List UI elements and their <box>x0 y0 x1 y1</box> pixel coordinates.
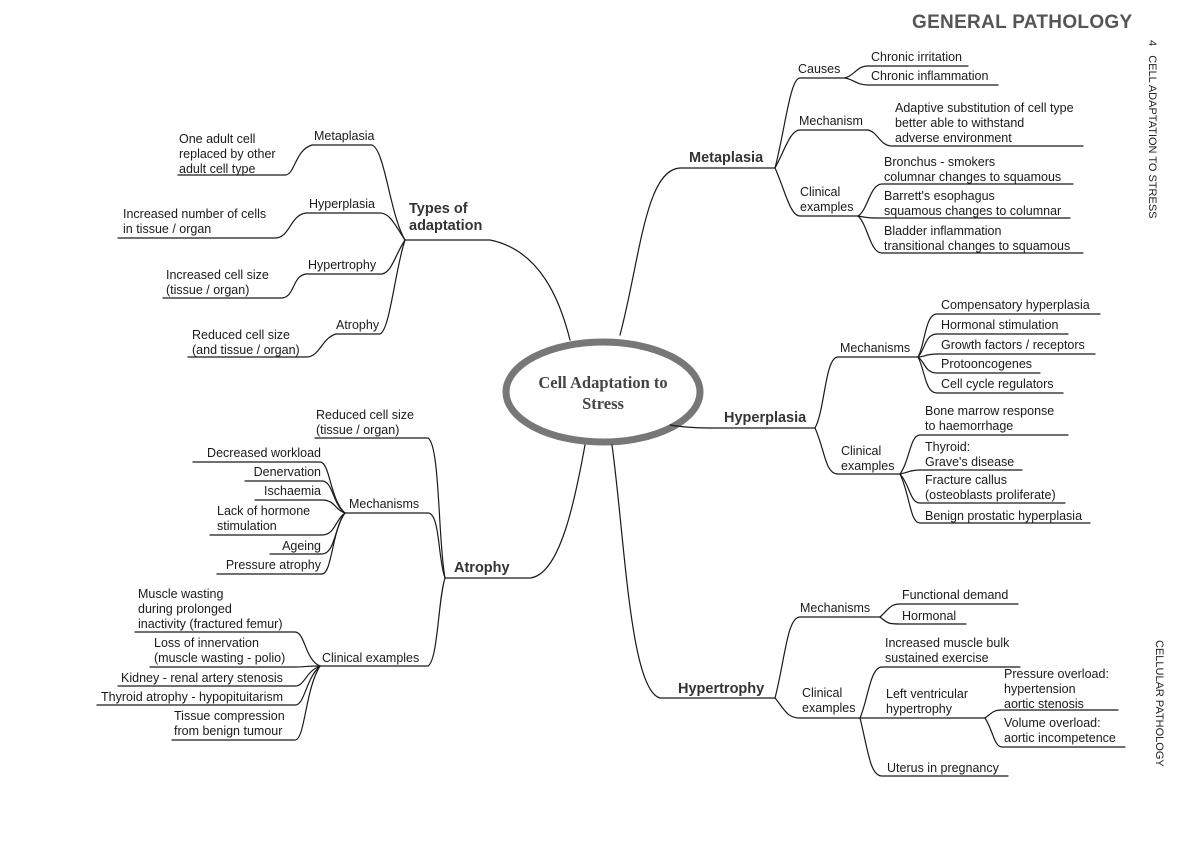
metaplasia-clinical-item: Bladder inflammation transitional change… <box>884 224 1071 253</box>
types-metaplasia-label: Metaplasia <box>314 129 375 143</box>
metaplasia-clinical-item: Bronchus - smokers columnar changes to s… <box>884 155 1062 184</box>
atrophy-mechanism-item: Ageing <box>282 539 321 553</box>
hyperplasia-clinical-item: Fracture callus (osteoblasts proliferate… <box>925 473 1056 502</box>
section-title: CELLULAR PATHOLOGY <box>1153 640 1165 767</box>
atrophy-reduced: Reduced cell size (tissue / organ) <box>316 408 414 437</box>
metaplasia-clinical-label: Clinical examples <box>800 185 854 214</box>
hypertrophy-mechanism-item: Functional demand <box>902 588 1009 602</box>
branch-hypertrophy <box>611 444 776 699</box>
hyperplasia-clinical-item: Thyroid: Grave's disease <box>925 440 1015 469</box>
hypertrophy-mechanisms-label: Mechanisms <box>800 601 871 615</box>
atrophy-clinical-item: Muscle wasting during prolonged inactivi… <box>138 587 283 631</box>
atrophy-mechanism-item: Ischaemia <box>264 484 321 498</box>
atrophy-mechanisms-label: Mechanisms <box>349 497 420 511</box>
center-ring <box>502 338 704 446</box>
hypertrophy-pressure: Pressure overload: hypertension aortic s… <box>1004 667 1109 711</box>
types-hypertrophy-desc: Increased cell size (tissue / organ) <box>166 268 269 297</box>
hypertrophy-lvh: Left ventricular hypertrophy <box>886 687 968 716</box>
hyperplasia-mechanisms-label: Mechanisms <box>840 341 911 355</box>
hypertrophy-clinical-label: Clinical examples <box>802 686 856 715</box>
atrophy-title: Atrophy <box>454 560 510 576</box>
types-metaplasia-desc: One adult cell replaced by other adult c… <box>179 132 276 176</box>
hypertrophy-muscle: Increased muscle bulk sustained exercise <box>885 636 1010 665</box>
metaplasia-causes-label: Causes <box>798 62 841 76</box>
types-title: Types of adaptation <box>409 201 483 234</box>
metaplasia-mechanism-label: Mechanism <box>799 114 863 128</box>
atrophy-clinical-label: Clinical examples <box>322 651 420 665</box>
metaplasia-mechanism-text: Adaptive substitution of cell type bette… <box>895 101 1074 145</box>
branch-types <box>404 239 571 341</box>
atrophy-clinical-item: Tissue compression from benign tumour <box>174 709 285 738</box>
hyperplasia-mechanism-item: Cell cycle regulators <box>941 377 1054 391</box>
branch-metaplasia <box>619 167 776 336</box>
hyperplasia-mechanism-item: Growth factors / receptors <box>941 338 1085 352</box>
hypertrophy-uterus: Uterus in pregnancy <box>887 761 999 775</box>
hyperplasia-title: Hyperplasia <box>724 410 807 426</box>
hyperplasia-clinical-item: Bone marrow response to haemorrhage <box>925 404 1055 433</box>
hyperplasia-clinical-item: Benign prostatic hyperplasia <box>925 509 1083 523</box>
hyperplasia-mechanism-item: Hormonal stimulation <box>941 318 1059 332</box>
metaplasia-cause-item: Chronic inflammation <box>871 69 989 83</box>
types-atrophy-desc: Reduced cell size (and tissue / organ) <box>192 328 300 357</box>
atrophy-clinical-item: Kidney - renal artery stenosis <box>121 671 283 685</box>
atrophy-mechanism-item: Lack of hormone stimulation <box>217 504 311 533</box>
atrophy-mechanism-item: Pressure atrophy <box>225 558 321 572</box>
atrophy-clinical-item: Loss of innervation (muscle wasting - po… <box>154 636 286 665</box>
hyperplasia-mechanism-item: Compensatory hyperplasia <box>941 298 1090 312</box>
types-hypertrophy-label: Hypertrophy <box>308 258 377 272</box>
hyperplasia-mechanism-item: Protooncogenes <box>941 357 1033 371</box>
center-node: Cell Adaptation to Stress <box>538 373 668 413</box>
types-hyperplasia-label: Hyperplasia <box>309 197 376 211</box>
metaplasia-cause-item: Chronic irritation <box>871 50 963 64</box>
metaplasia-title: Metaplasia <box>689 150 764 166</box>
types-hyperplasia-desc: Increased number of cells in tissue / or… <box>123 207 267 236</box>
branch-atrophy <box>444 444 586 579</box>
hypertrophy-title: Hypertrophy <box>678 681 765 697</box>
atrophy-mechanism-item: Denervation <box>253 465 321 479</box>
metaplasia-clinical-item: Barrett's esophagus squamous changes to … <box>884 189 1062 218</box>
chapter-title: 4 CELL ADAPTATION TO STRESS <box>1146 40 1158 219</box>
atrophy-mechanism-item: Decreased workload <box>207 446 321 460</box>
page-header: GENERAL PATHOLOGY <box>912 12 1133 33</box>
atrophy-clinical-item: Thyroid atrophy - hypopituitarism <box>101 690 284 704</box>
branch-hyperplasia <box>669 424 816 429</box>
hypertrophy-volume: Volume overload: aortic incompetence <box>1004 716 1116 745</box>
hyperplasia-clinical-label: Clinical examples <box>841 444 895 473</box>
types-atrophy-label: Atrophy <box>336 318 380 332</box>
hypertrophy-mechanism-item: Hormonal <box>902 609 957 623</box>
